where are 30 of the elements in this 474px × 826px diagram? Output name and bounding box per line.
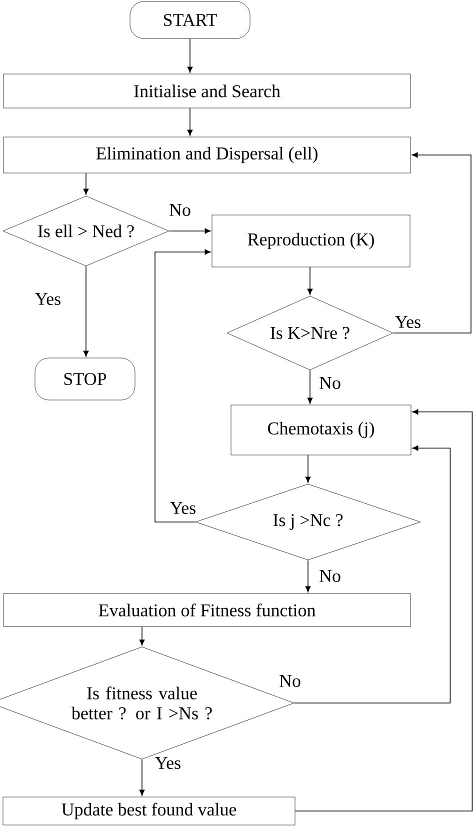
terminal-node: START [130,1,250,39]
edge-label: No [170,204,190,216]
arrow [307,370,313,404]
terminal-node: STOP [34,358,136,400]
arrow [168,228,211,234]
process-box: Reproduction (K) [212,214,410,268]
arrow [83,266,89,357]
arrow [307,266,313,295]
edge-label: No [320,377,340,389]
arrow [392,152,472,334]
arrow [154,249,211,522]
arrow [294,409,473,812]
arrow [294,446,451,704]
arrow [139,759,145,796]
process-box: Update best found value [2,796,296,826]
process-box: Initialise and Search [3,74,411,108]
arrow [187,108,193,136]
arrow [305,560,311,592]
edge-label: Yes [170,502,196,514]
arrow [83,172,89,195]
arrow [187,38,193,73]
process-box: Chemotaxis (j) [230,404,412,456]
edge-label: No [320,570,340,582]
edge-label: Yes [395,316,420,328]
edge-label: Yes [35,293,60,305]
arrow [305,454,311,483]
arrow [139,626,145,646]
edge-label: Yes [155,757,180,769]
process-box: Evaluation of Fitness function [3,593,411,627]
process-box: Elimination and Dispersal (ell) [3,136,411,174]
